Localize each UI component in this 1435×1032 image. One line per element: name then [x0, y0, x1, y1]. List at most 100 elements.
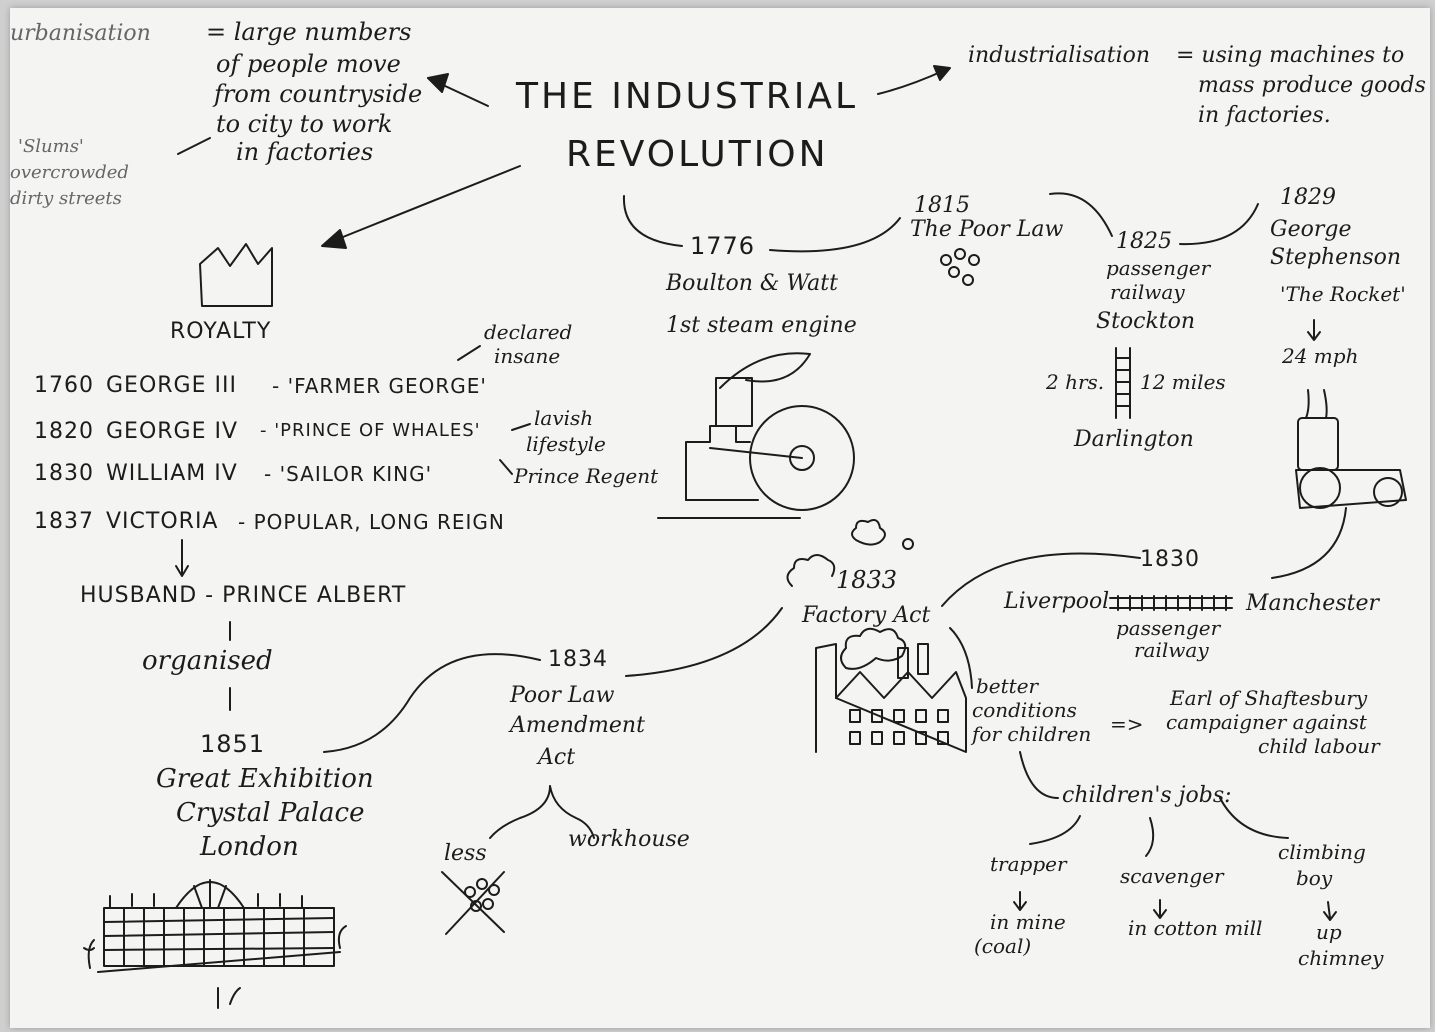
- railway-from: Liverpool: [1004, 589, 1110, 614]
- connector-lines: [83, 65, 1407, 1009]
- monarch-nickname: - 'PRINCE OF WHALES': [260, 420, 481, 441]
- job-name: boy: [1296, 866, 1333, 890]
- curve-1825-1829: [1179, 203, 1259, 246]
- railway-to: Manchester: [1246, 591, 1379, 616]
- steam-engine-icon: [657, 352, 855, 519]
- exhibition-line: Crystal Palace: [176, 798, 365, 828]
- monarch-year: 1837: [34, 509, 94, 534]
- exhibition-line: London: [200, 832, 299, 862]
- factory-icon: [786, 519, 967, 753]
- curve-1833-better: [949, 627, 973, 689]
- rocket-down-arrow: [1307, 319, 1321, 341]
- track-distance: 12 miles: [1140, 370, 1226, 394]
- shaftesbury-line: campaigner against: [1166, 710, 1367, 734]
- title-line-1: THE INDUSTRIAL: [516, 76, 859, 117]
- shaftesbury-line: child labour: [1258, 734, 1380, 758]
- stockton-track-icon: [1115, 347, 1131, 419]
- railway-caption: passenger: [1116, 616, 1221, 640]
- monarch-year: 1760: [34, 373, 94, 398]
- monarch-name: GEORGE IV: [106, 419, 239, 444]
- shaftesbury-line: Earl of Shaftesbury: [1170, 686, 1368, 710]
- exhibition-year: 1851: [200, 730, 266, 758]
- curve-1776-1815: [769, 217, 901, 253]
- arrow-to-industrialisation: [877, 69, 946, 95]
- crossed-coins-icon: [441, 871, 505, 935]
- insane-tick: [457, 345, 481, 361]
- royalty-heading: ROYALTY: [170, 319, 272, 344]
- event-year: 1833: [836, 566, 898, 594]
- regent-note: Prince Regent: [514, 464, 659, 488]
- coins-icon: [940, 248, 980, 286]
- event-line: The Poor Law: [910, 217, 1064, 242]
- event-year: 1825: [1116, 229, 1172, 254]
- event-line: 'The Rocket': [1280, 282, 1406, 306]
- jobs-branch-trapper: [1029, 815, 1081, 845]
- event-year: 1815: [914, 193, 970, 218]
- jobs-branch-scavenger: [1145, 817, 1155, 857]
- urbanisation-term: urbanisation: [10, 21, 151, 46]
- urbanisation-def-line: to city to work: [216, 110, 393, 138]
- organised-text: organised: [142, 646, 273, 676]
- curve-1829-1830: [1271, 507, 1347, 579]
- slums-line: overcrowded: [10, 162, 129, 183]
- exhibition-line: Great Exhibition: [156, 764, 374, 794]
- event-line: Act: [538, 745, 576, 770]
- curve-better-jobs: [1019, 751, 1059, 799]
- job-where: up: [1316, 920, 1342, 944]
- branch-workhouse: workhouse: [568, 827, 690, 852]
- event-line: Stephenson: [1270, 245, 1402, 270]
- monarch-nickname: - 'SAILOR KING': [264, 462, 433, 486]
- urbanisation-def-line: = large numbers: [206, 18, 412, 46]
- slums-line: 'Slums': [18, 136, 84, 157]
- trapper-arrow: [1013, 891, 1027, 911]
- liverpool-manchester-track-icon: [1109, 595, 1233, 611]
- event-line: passenger: [1106, 256, 1211, 280]
- rocket-locomotive-icon: [1295, 389, 1407, 509]
- crown-icon: [199, 243, 273, 307]
- regent-tick: [499, 459, 513, 475]
- scavenger-arrow: [1153, 899, 1167, 919]
- event-line: Factory Act: [802, 603, 931, 628]
- job-name: trapper: [990, 852, 1067, 876]
- rocket-speed: 24 mph: [1282, 344, 1359, 368]
- urbanisation-def-line: from countryside: [214, 80, 423, 108]
- implies-arrow: =>: [1110, 712, 1144, 736]
- monarch-nickname: - POPULAR, LONG REIGN: [238, 510, 505, 534]
- industrialisation-term: industrialisation: [968, 43, 1151, 68]
- climbing-arrow: [1323, 901, 1337, 921]
- job-name: scavenger: [1120, 864, 1224, 888]
- event-line: Boulton & Watt: [666, 271, 838, 296]
- monarch-name: WILLIAM IV: [106, 461, 238, 486]
- railway-caption: railway: [1134, 638, 1209, 662]
- lavish-tick: [511, 423, 531, 431]
- urbanisation-def-line: of people move: [216, 50, 401, 78]
- arrowhead-industrialisation: [933, 65, 951, 81]
- crystal-palace-icon: [83, 879, 347, 1009]
- children-jobs-heading: children's jobs:: [1062, 783, 1232, 808]
- monarch-year: 1820: [34, 419, 94, 444]
- curve-1834-1851: [323, 653, 541, 753]
- monarch-name: GEORGE III: [106, 373, 237, 398]
- result-line: conditions: [972, 698, 1077, 722]
- event-line: George: [1270, 217, 1352, 242]
- curve-title-1776: [622, 195, 683, 247]
- event-year: 1834: [548, 647, 608, 672]
- job-where: in mine: [990, 910, 1066, 934]
- event-line: 1st steam engine: [666, 313, 857, 338]
- event-line: Poor Law: [510, 683, 615, 708]
- curve-1830-1833: [941, 552, 1141, 607]
- result-line: for children: [972, 722, 1092, 746]
- slums-arrow: [177, 137, 211, 155]
- husband-text: HUSBAND - PRINCE ALBERT: [80, 583, 407, 608]
- curve-1815-1825: [1049, 192, 1113, 237]
- insane-note-line: declared: [484, 320, 573, 344]
- industrialisation-def-line: in factories.: [1198, 103, 1331, 128]
- jobs-branch-climbing: [1219, 797, 1289, 839]
- industrialisation-def-line: = using machines to: [1176, 43, 1405, 68]
- insane-note-line: insane: [494, 344, 561, 368]
- event-year: 1776: [690, 232, 756, 260]
- monarch-nickname: - 'FARMER GEORGE': [272, 374, 487, 398]
- title-line-2: REVOLUTION: [566, 134, 829, 175]
- monarch-name: VICTORIA: [106, 509, 219, 534]
- urbanisation-def-line: in factories: [236, 138, 374, 166]
